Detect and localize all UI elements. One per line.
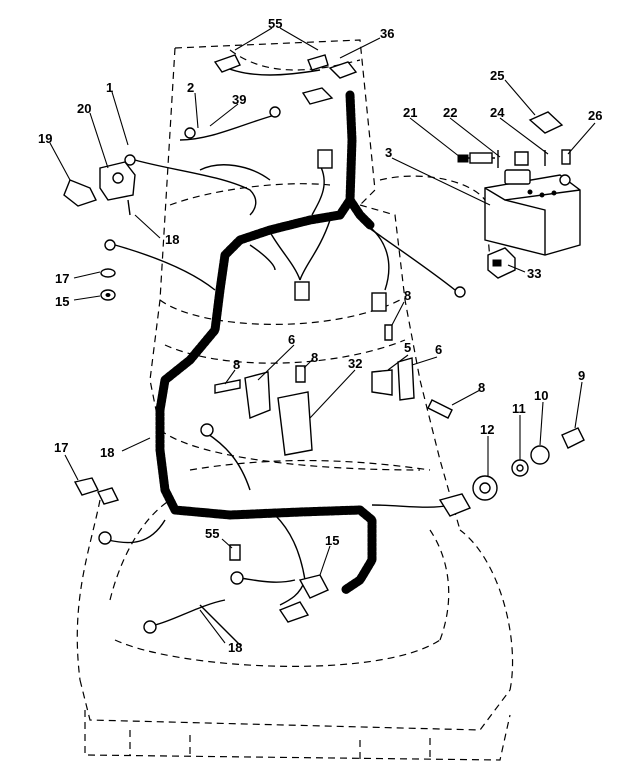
callout-label-19: 18	[100, 445, 114, 460]
callout-33: 33	[527, 266, 541, 281]
fuse	[73, 477, 99, 496]
parts	[63, 54, 585, 634]
bolts	[214, 324, 453, 561]
callout-39: 32	[348, 356, 362, 371]
callout-24: 19	[38, 131, 52, 146]
ignition-parts	[472, 427, 585, 501]
callout-9: 9	[578, 368, 585, 383]
callout-12: 12	[480, 422, 494, 437]
callout-label-15: 15	[325, 533, 339, 548]
harness-connectors	[294, 149, 472, 517]
battery	[484, 169, 581, 256]
callout-29: 25	[490, 68, 504, 83]
callout-5: 5	[404, 340, 411, 355]
leader-lines	[49, 27, 596, 644]
solenoid	[99, 161, 136, 216]
callout-25: 20	[77, 101, 91, 116]
callout-8a: 8	[404, 288, 411, 303]
callout-8d: 8	[478, 380, 485, 395]
callout-27: 22	[443, 105, 457, 120]
ring-terminals	[98, 106, 466, 634]
callout-20: 15	[55, 294, 69, 309]
callout-label-55: 55	[205, 526, 219, 541]
callout-22: 18	[165, 232, 179, 247]
callout-31: 55	[268, 16, 282, 31]
callout-8c: 8	[233, 357, 240, 372]
callout-32: 36	[380, 26, 394, 41]
relay	[528, 111, 564, 134]
callout-30: 26	[588, 108, 602, 123]
callout-11: 11	[512, 401, 526, 416]
tractor-outline	[76, 39, 514, 761]
washers	[100, 268, 116, 301]
callout-labels: 55 36 1 2 39 20 19 18 17 15 25 21 22 24 …	[38, 16, 602, 437]
callout-1: 1	[106, 80, 113, 95]
callout-text-18: 18	[228, 640, 242, 655]
callout-3: 3	[385, 145, 392, 160]
terminal-boot	[63, 179, 97, 207]
callout-26: 21	[403, 105, 417, 120]
connector-top	[301, 61, 358, 105]
harness-branch-right	[345, 195, 375, 230]
main-wire-harness	[155, 90, 377, 595]
callout-label-17: 17	[54, 440, 68, 455]
callout-36: 39	[232, 92, 246, 107]
callout-10: 10	[534, 388, 548, 403]
callout-21: 17	[55, 271, 69, 286]
callout-8b: 8	[311, 350, 318, 365]
callout-28: 24	[490, 105, 505, 120]
rocker-switch	[487, 247, 516, 279]
brackets	[244, 357, 415, 456]
callout-6a: 6	[288, 332, 295, 347]
battery-hardware	[457, 149, 571, 168]
callout-2: 2	[187, 80, 194, 95]
callout-6b: 6	[435, 342, 442, 357]
fuse-holder	[213, 54, 329, 73]
plug	[96, 487, 120, 505]
seat-switch	[278, 574, 329, 623]
